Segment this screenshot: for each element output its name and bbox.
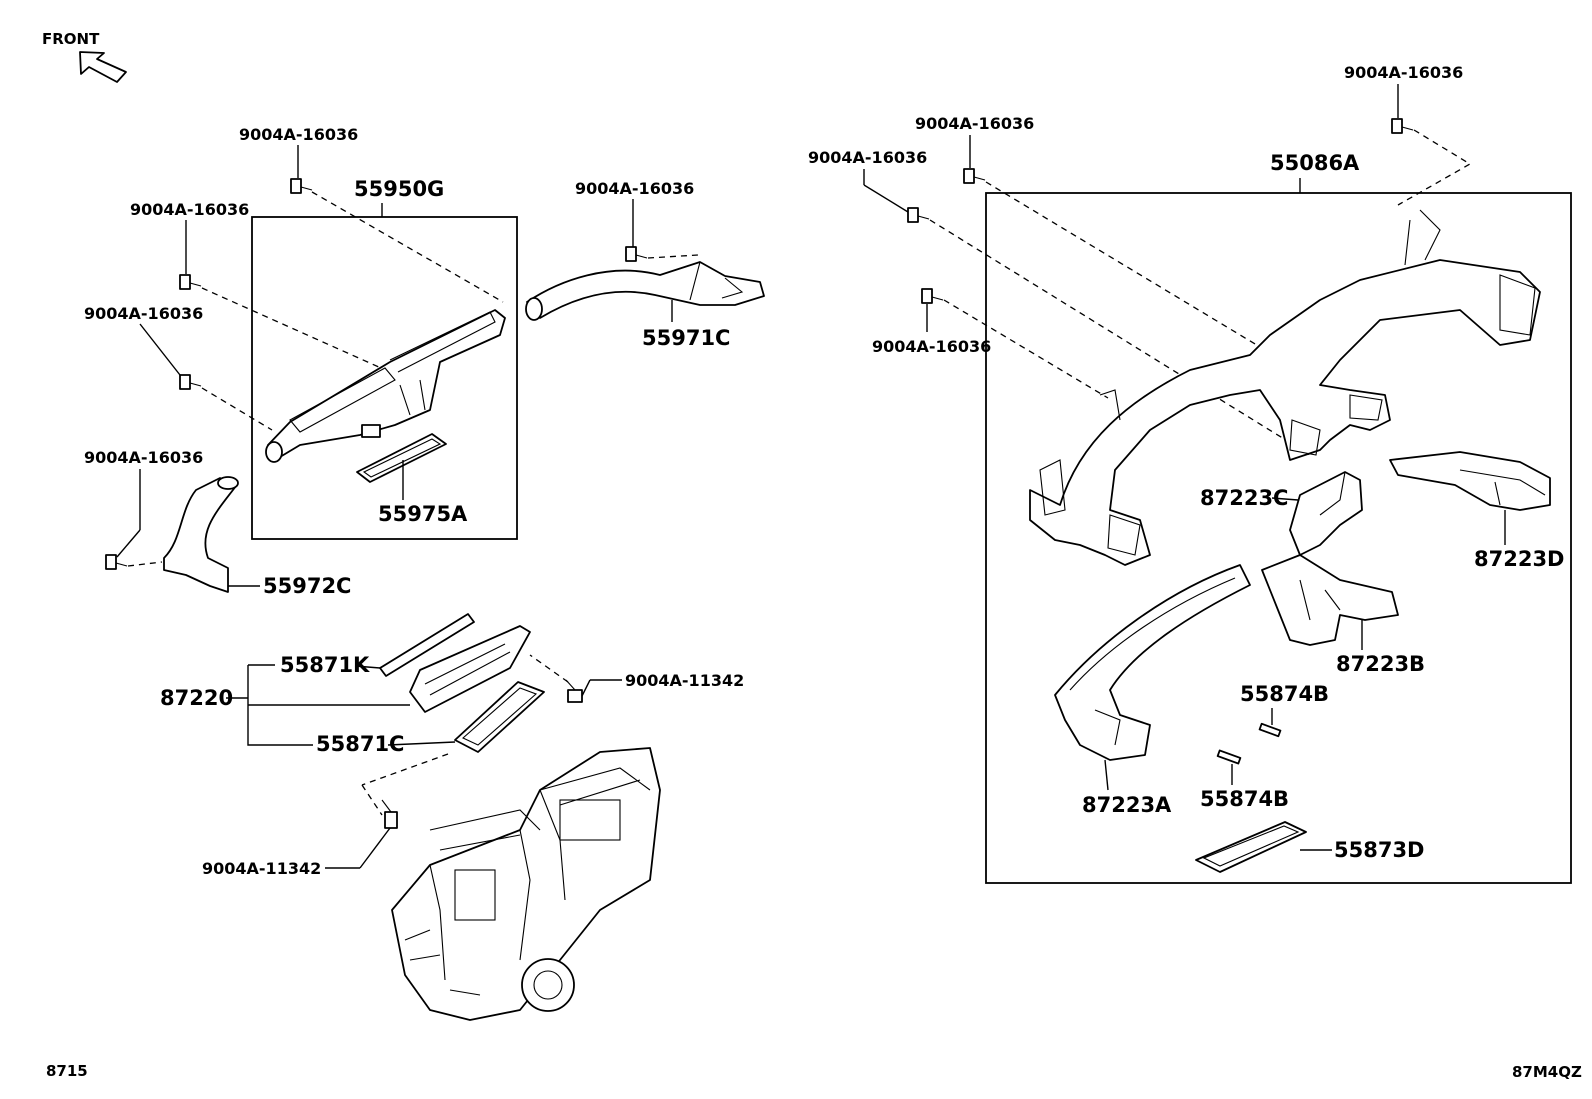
- screw-label-right-2: 9004A-16036: [915, 114, 1034, 133]
- group-box-55086A: [985, 192, 1572, 884]
- screw-icon: [381, 799, 398, 829]
- screw-icon: [1391, 118, 1414, 134]
- illustration-code: 87M4QZ: [1512, 1063, 1582, 1081]
- gasket-55975A: [356, 433, 447, 483]
- part-label-55975A: 55975A: [378, 502, 468, 526]
- part-label-55972C: 55972C: [263, 574, 351, 598]
- part-label-55874B-lower: 55874B: [1200, 787, 1289, 811]
- part-label-55871K: 55871K: [280, 653, 370, 677]
- part-label-55871C: 55871C: [316, 732, 404, 756]
- screw-icon: [179, 374, 202, 390]
- duct-87220: [379, 613, 545, 753]
- duct-55950G: [265, 309, 506, 463]
- part-label-55950G: 55950G: [354, 177, 444, 201]
- screw-icon: [907, 207, 930, 223]
- front-label: FRONT: [42, 30, 100, 48]
- front-arrow-icon: [79, 51, 127, 83]
- duct-87223D: [1389, 451, 1551, 511]
- duct-55972C: [163, 476, 239, 593]
- screw-icon: [625, 246, 648, 262]
- screw-label-87220-right: 9004A-11342: [625, 671, 744, 690]
- screw-label-top: 9004A-16036: [239, 125, 358, 144]
- part-label-87220: 87220: [160, 686, 233, 710]
- screw-label-55971C: 9004A-16036: [575, 179, 694, 198]
- part-label-87223B: 87223B: [1336, 652, 1425, 676]
- duct-87223B: [1261, 554, 1399, 646]
- screw-icon: [105, 554, 128, 570]
- screw-label-lower: 9004A-11342: [202, 859, 321, 878]
- hvac-unit: [391, 747, 661, 1021]
- screw-icon: [179, 274, 202, 290]
- part-label-55873D: 55873D: [1334, 838, 1425, 862]
- duct-55086A: [1029, 209, 1541, 566]
- gasket-55873D: [1195, 821, 1307, 873]
- screw-icon: [565, 679, 583, 703]
- part-label-55086A: 55086A: [1270, 151, 1360, 175]
- screw-icon: [921, 288, 944, 304]
- screw-label-right-3: 9004A-16036: [808, 148, 927, 167]
- part-label-87223A: 87223A: [1082, 793, 1172, 817]
- seal-55874B: [1258, 722, 1282, 738]
- screw-label-right-top: 9004A-16036: [1344, 63, 1463, 82]
- screw-label-55972C: 9004A-16036: [84, 448, 203, 467]
- group-code: 8715: [46, 1062, 88, 1080]
- screw-label-left-2: 9004A-16036: [84, 304, 203, 323]
- seal-55874B: [1216, 749, 1242, 765]
- part-label-87223D: 87223D: [1474, 547, 1565, 571]
- screw-label-right-4: 9004A-16036: [872, 337, 991, 356]
- screw-icon: [963, 168, 986, 184]
- group-box-55950G: [251, 216, 518, 540]
- duct-87223C: [1289, 471, 1363, 556]
- duct-87223A: [1054, 564, 1251, 761]
- screw-icon: [290, 178, 313, 194]
- duct-55971C: [525, 261, 765, 321]
- part-label-55874B-upper: 55874B: [1240, 682, 1329, 706]
- part-label-55971C: 55971C: [642, 326, 730, 350]
- screw-label-left-1: 9004A-16036: [130, 200, 249, 219]
